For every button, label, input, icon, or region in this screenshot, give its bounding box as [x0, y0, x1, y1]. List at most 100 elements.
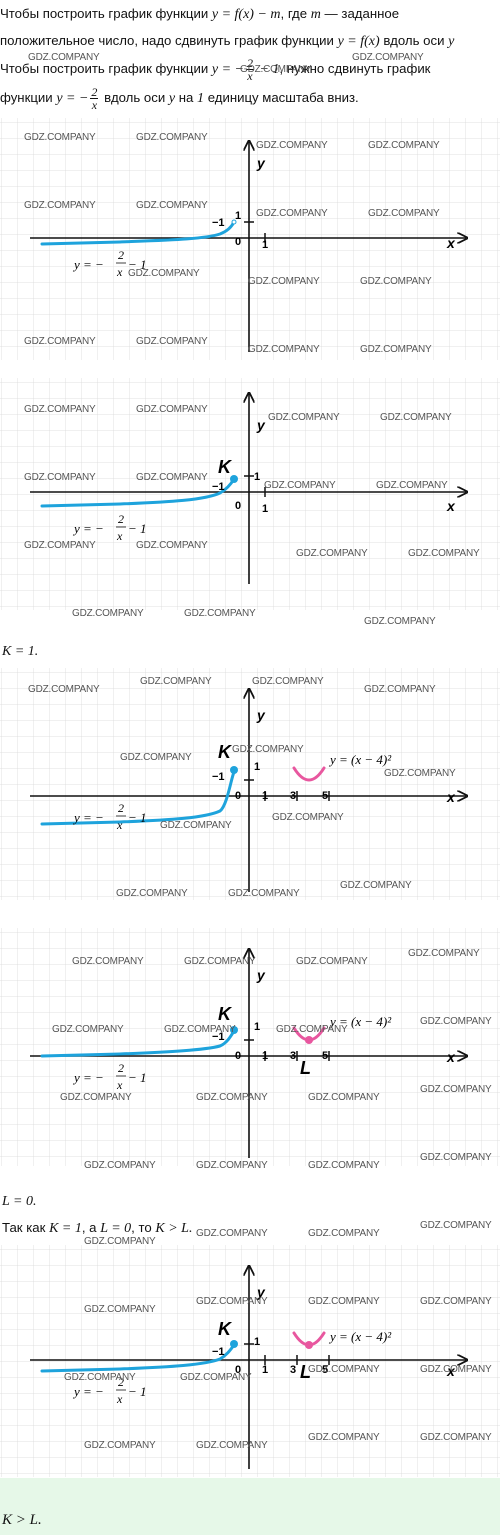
watermark: GDZ.COMPANY: [420, 1364, 492, 1375]
tick-label: 1: [262, 790, 268, 802]
watermark: GDZ.COMPANY: [308, 1228, 380, 1239]
point-K-label: K: [218, 1004, 233, 1024]
watermark: GDZ.COMPANY: [120, 752, 192, 763]
tick-label: 5: [322, 790, 328, 802]
watermark: GDZ.COMPANY: [248, 276, 320, 287]
tick-label: 3: [290, 1364, 296, 1376]
watermark: GDZ.COMPANY: [276, 1024, 348, 1035]
tick-label: 1: [254, 1021, 260, 1033]
watermark: GDZ.COMPANY: [376, 480, 448, 491]
point: [231, 219, 237, 225]
point-K: [230, 766, 238, 774]
watermark: GDZ.COMPANY: [116, 888, 188, 899]
watermark: GDZ.COMPANY: [84, 1440, 156, 1451]
answer-box: [0, 1478, 500, 1535]
watermark: GDZ.COMPANY: [180, 1372, 252, 1383]
watermark: GDZ.COMPANY: [136, 336, 208, 347]
parabola-label: y = (x − 4)²: [328, 752, 392, 767]
watermark: GDZ.COMPANY: [420, 1220, 492, 1231]
tick-label: 1: [262, 1364, 268, 1376]
function-label: y = − 2 x − 1: [72, 1061, 147, 1092]
tick-label: 5: [322, 1364, 328, 1376]
watermark: GDZ.COMPANY: [240, 64, 312, 75]
curve-hyperbola: [40, 1029, 236, 1058]
y-axis-label: y: [256, 1284, 266, 1300]
paragraph-1-line-2: положительное число, надо сдвинуть графи…: [0, 33, 455, 49]
k-value-statement: K = 1.: [2, 644, 39, 659]
svg-text:x: x: [116, 265, 123, 279]
svg-text:2: 2: [118, 1375, 124, 1389]
watermark: GDZ.COMPANY: [196, 1296, 268, 1307]
svg-text:y = −: y = −: [72, 521, 104, 536]
watermark: GDZ.COMPANY: [308, 1160, 380, 1171]
x-axis-label: x: [446, 235, 456, 251]
curve-hyperbola: [40, 770, 236, 826]
watermark: GDZ.COMPANY: [308, 1364, 380, 1375]
watermark: GDZ.COMPANY: [24, 132, 96, 143]
graph-5: K L y = (x − 4)² x y −1 0 1 1 3 5 y = − …: [0, 1245, 500, 1477]
tick-label: 5: [322, 1050, 328, 1062]
tick-label: 1: [254, 761, 260, 773]
point-L: [305, 1341, 313, 1349]
watermark: GDZ.COMPANY: [340, 880, 412, 891]
paragraph-1-line-1: Чтобы построить график функции y = f(x) …: [0, 6, 400, 22]
svg-text:x: x: [116, 529, 123, 543]
svg-text:y = −: y = −: [72, 810, 104, 825]
point-K-label: K: [218, 1319, 233, 1339]
watermark: GDZ.COMPANY: [64, 1372, 136, 1383]
svg-text:2: 2: [118, 801, 124, 815]
grid: [0, 928, 500, 1166]
watermark: GDZ.COMPANY: [140, 676, 212, 687]
formula: y = f(x) − m: [211, 7, 281, 22]
watermark: GDZ.COMPANY: [256, 208, 328, 219]
graph-3: K y = (x − 4)² x y −1 0 1 1 3 5 y = − 2 …: [0, 668, 500, 900]
graph-4: K L y = (x − 4)² x y −1 0 1 1 3 5 y = − …: [0, 928, 500, 1166]
parabola-label: y = (x − 4)²: [328, 1329, 392, 1344]
watermark: GDZ.COMPANY: [296, 956, 368, 967]
y-axis-label: y: [256, 707, 266, 723]
tick-label: 1: [262, 1050, 268, 1062]
tick-label: 1: [254, 471, 260, 483]
watermark: GDZ.COMPANY: [136, 404, 208, 415]
watermark: GDZ.COMPANY: [248, 344, 320, 355]
curve-hyperbola: [40, 477, 236, 508]
watermark: GDZ.COMPANY: [420, 1016, 492, 1027]
watermark: GDZ.COMPANY: [264, 480, 336, 491]
tick-label: 1: [262, 503, 268, 515]
tick-label: 3: [290, 790, 296, 802]
x-axis-label: x: [446, 789, 456, 805]
formula: y = f(x): [337, 34, 380, 49]
y-axis-label: y: [256, 417, 266, 433]
svg-text:x: x: [116, 1392, 123, 1406]
y-axis-label: y: [256, 967, 266, 983]
function-label: y = − 2 x − 1: [72, 248, 147, 279]
watermark: GDZ.COMPANY: [408, 948, 480, 959]
grid: [0, 378, 500, 610]
watermark: GDZ.COMPANY: [420, 1152, 492, 1163]
tick-label: 1: [235, 210, 241, 222]
watermark: GDZ.COMPANY: [24, 200, 96, 211]
graph-2-svg: K x y −1 0 1 1 y = − 2 x − 1: [0, 378, 500, 610]
tick-label: −1: [212, 1031, 225, 1043]
watermark: GDZ.COMPANY: [160, 820, 232, 831]
watermark: GDZ.COMPANY: [408, 548, 480, 559]
watermark: GDZ.COMPANY: [196, 1092, 268, 1103]
watermark: GDZ.COMPANY: [136, 132, 208, 143]
watermark: GDZ.COMPANY: [420, 1084, 492, 1095]
svg-text:x: x: [116, 818, 123, 832]
watermark: GDZ.COMPANY: [420, 1296, 492, 1307]
svg-text:− 1: − 1: [128, 1384, 147, 1399]
watermark: GDZ.COMPANY: [184, 608, 256, 619]
watermark: GDZ.COMPANY: [196, 1440, 268, 1451]
watermark: GDZ.COMPANY: [256, 140, 328, 151]
watermark: GDZ.COMPANY: [368, 140, 440, 151]
watermark: GDZ.COMPANY: [24, 404, 96, 415]
origin-label: 0: [235, 1364, 241, 1376]
watermark: GDZ.COMPANY: [136, 472, 208, 483]
watermark: GDZ.COMPANY: [364, 616, 436, 627]
point-L-label: L: [300, 1362, 311, 1382]
